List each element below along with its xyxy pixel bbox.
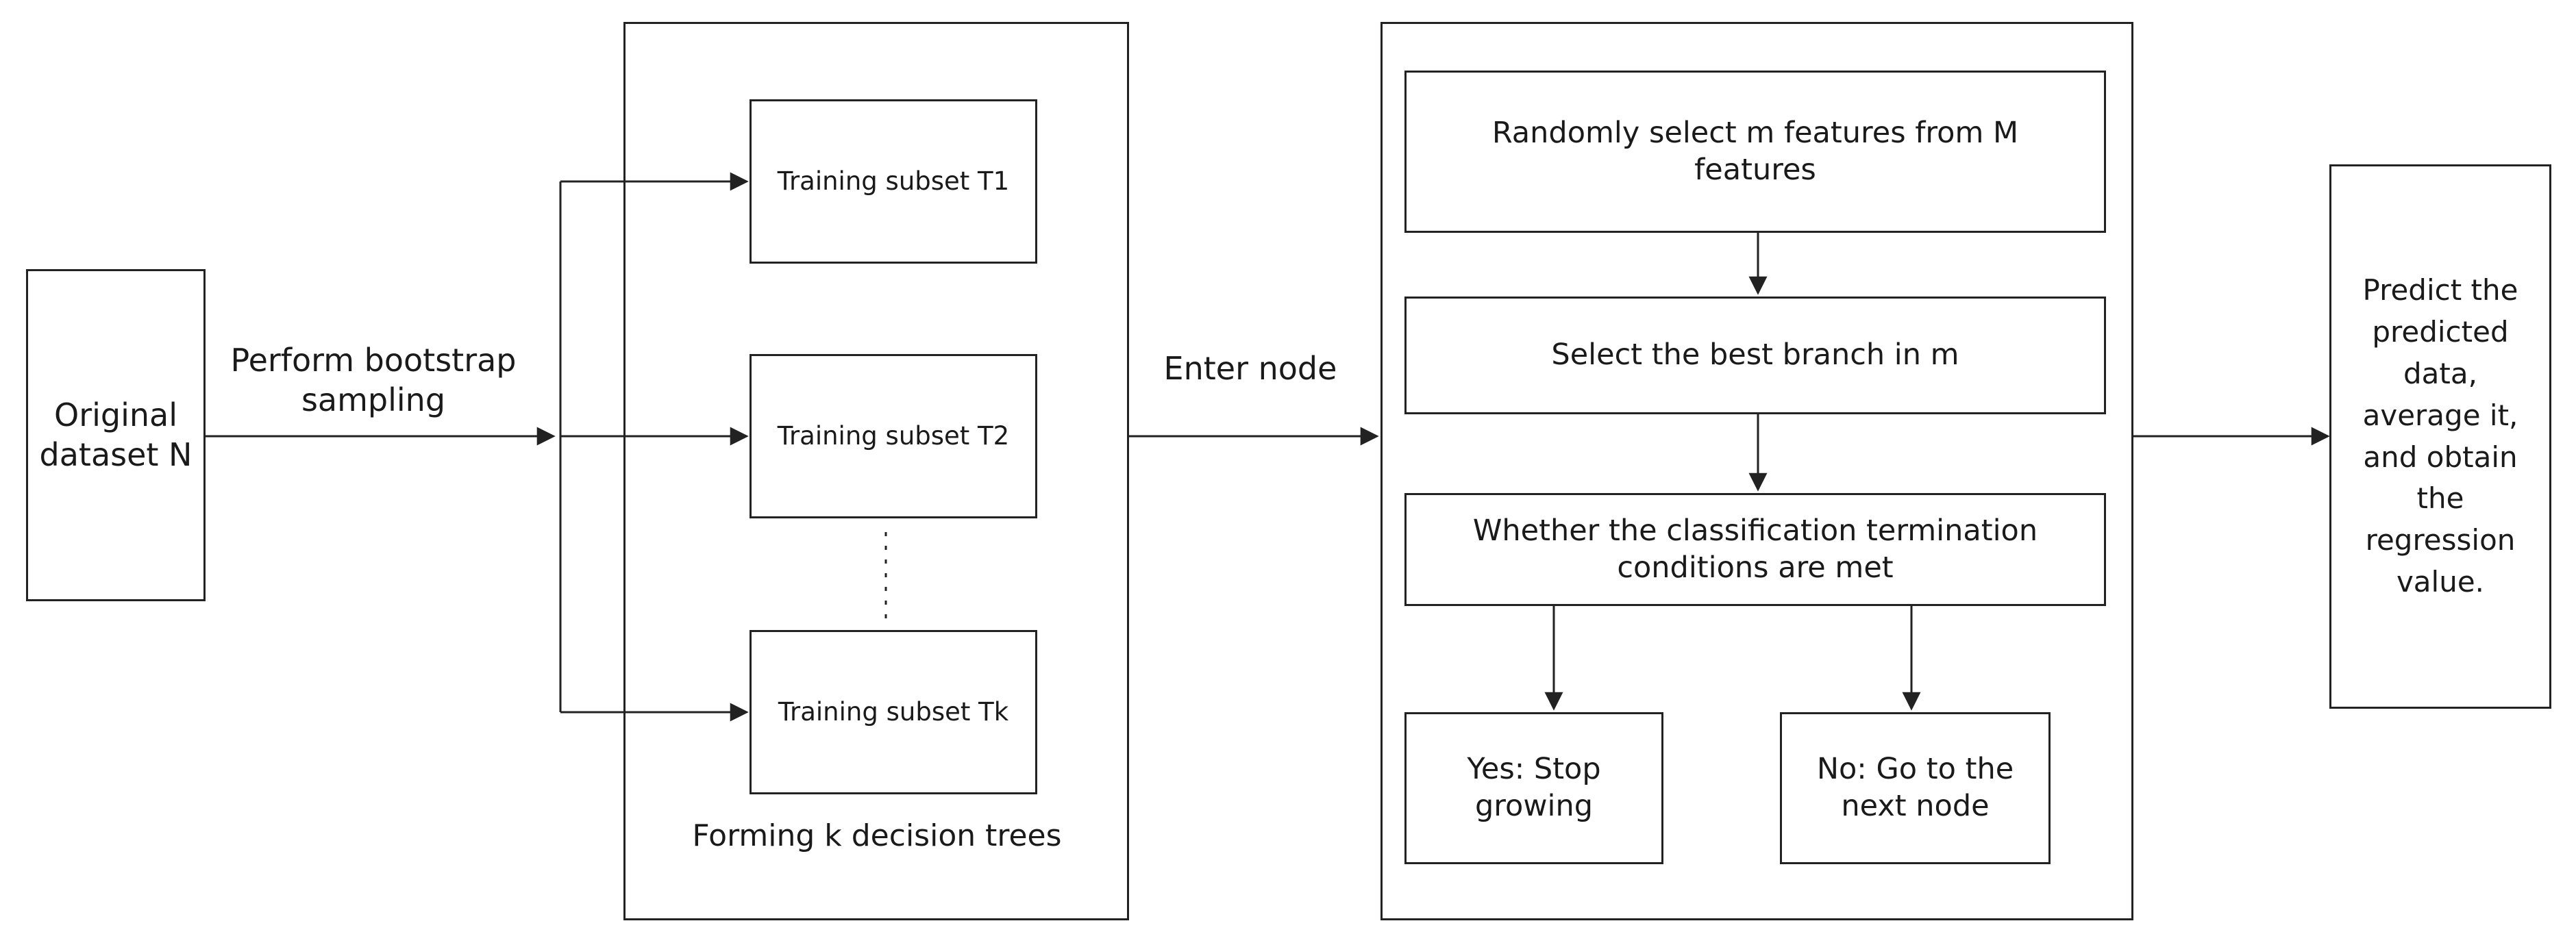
yes-stop-growing-label: Yes: Stop growing — [1467, 752, 1601, 823]
select-features-label: Randomly select m features from M featur… — [1491, 115, 2019, 187]
bootstrap-sampling-label: Perform bootstrap sampling — [230, 342, 517, 418]
no-next-node-box: No: Go to the next node — [1780, 712, 2051, 864]
no-next-node-label: No: Go to the next node — [1816, 752, 2014, 823]
decision-trees-frame — [623, 22, 1129, 920]
regression-result-box: Predict the predicted data, average it, … — [2329, 164, 2551, 709]
training-subset-t2-label: Training subset T2 — [777, 420, 1010, 451]
termination-check-box: Whether the classification termination c… — [1404, 493, 2106, 606]
training-subset-t2: Training subset T2 — [750, 354, 1037, 518]
training-subset-t1-label: Training subset T1 — [777, 166, 1010, 196]
training-subset-tk: Training subset Tk — [750, 630, 1037, 794]
best-branch-label: Select the best branch in m — [1551, 338, 1959, 373]
regression-result-label: Predict the predicted data, average it, … — [2362, 273, 2518, 599]
enter-node-label: Enter node — [1163, 350, 1337, 387]
best-branch-box: Select the best branch in m — [1404, 297, 2106, 414]
original-dataset-box: Original dataset N — [26, 269, 206, 601]
training-subset-t1: Training subset T1 — [750, 99, 1037, 264]
select-features-box: Randomly select m features from M featur… — [1404, 71, 2106, 233]
termination-check-label: Whether the classification termination c… — [1472, 513, 2038, 585]
original-dataset-label: Original dataset N — [39, 396, 193, 473]
node-process-frame — [1380, 22, 2133, 920]
yes-stop-growing-box: Yes: Stop growing — [1404, 712, 1663, 864]
training-subset-tk-label: Training subset Tk — [778, 696, 1009, 727]
decision-trees-caption: Forming k decision trees — [692, 818, 1062, 853]
